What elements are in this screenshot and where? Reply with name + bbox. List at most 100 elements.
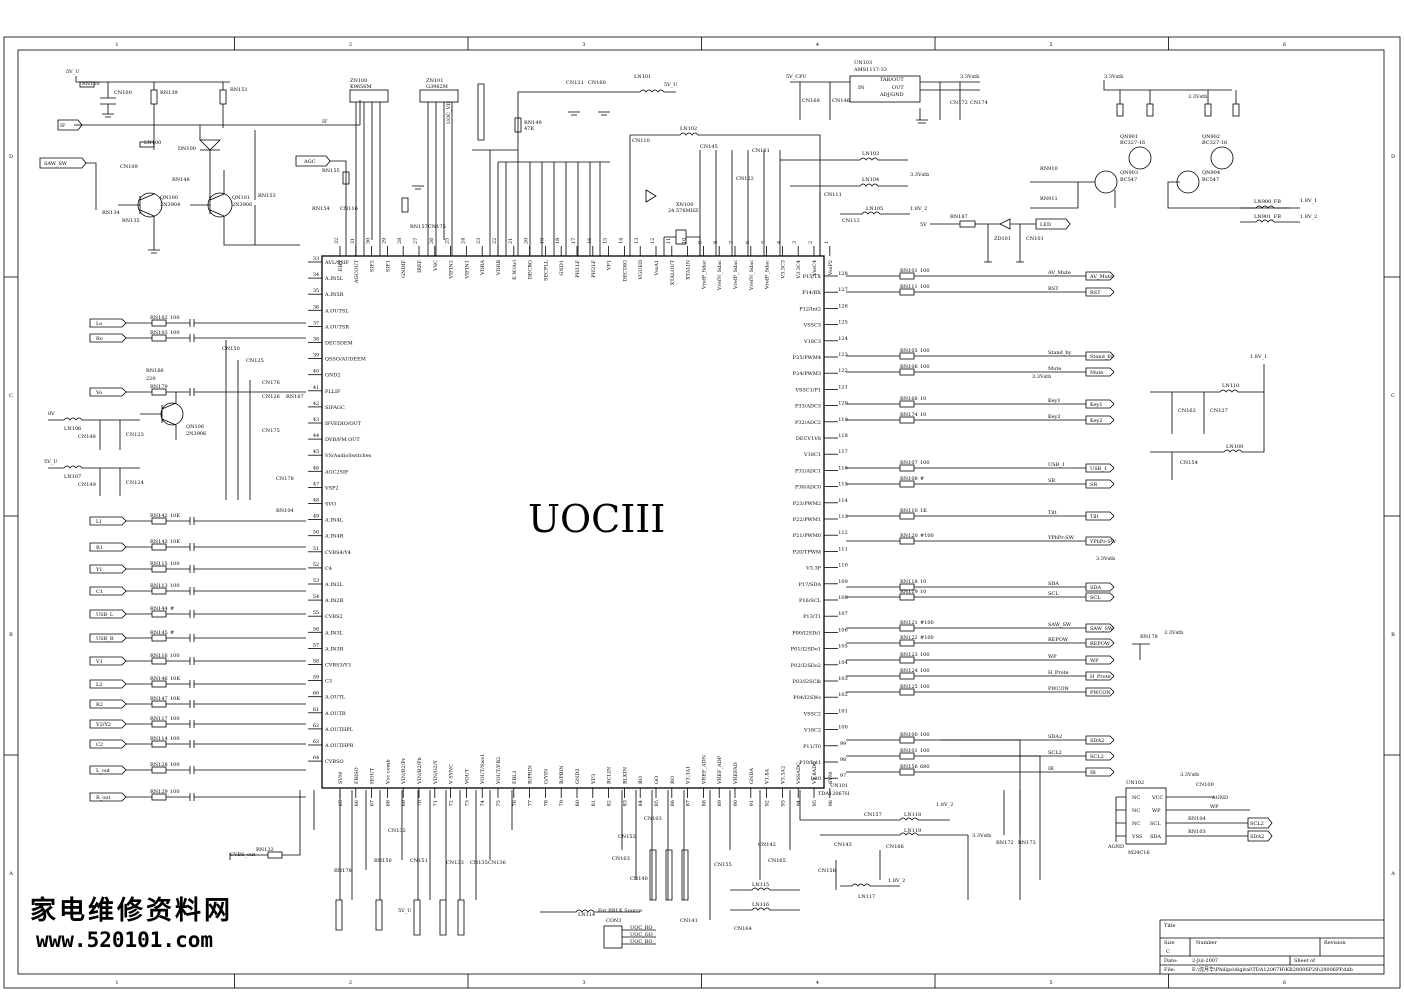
pin-name: P13/T1 [803,614,821,620]
pin-name: VIFIN1 [464,260,470,280]
svg-text:CN149: CN149 [78,482,96,488]
pin-name: VSSC1/P1 [794,387,821,393]
pin-number: 53 [313,578,319,584]
svg-text:CN146: CN146 [832,98,850,104]
svg-text:LN107: LN107 [64,474,81,480]
pin-name: SIF2 [370,260,376,272]
port-value: 100 [920,460,930,466]
pin-number: 113 [838,514,848,520]
pin-number: 48 [313,498,319,504]
pin-number: 118 [838,433,848,439]
pin-name: EHT [338,259,344,271]
pin-name: XTALOUT [670,259,676,285]
chip-part-number: TDA12067H [818,791,850,797]
port-value: 100 [920,268,930,274]
pin-name: P17/SDA [799,582,822,588]
pin-name: DVB/FM OUT [325,437,360,443]
pin-number: 87 [686,800,692,806]
pin-name: AVL/SSIF [324,260,350,266]
port-value: #100 [920,533,934,539]
pin-name: V3.3A2 [780,766,786,785]
zone-col: 2 [349,980,352,986]
pin-number: 64 [313,755,319,761]
svg-text:NC: NC [1132,808,1140,814]
eeprom-section: UN102 M24C16 NC NC NC VSS VCC WP SCL SDA… [1107,772,1273,856]
port-label: R1 [96,545,103,551]
svg-text:SCL2: SCL2 [1250,821,1264,827]
zone-col: 2 [349,42,352,48]
pin-name: P32/ADC2 [795,420,821,426]
net-uoc-vd: UOC_VD [446,102,452,124]
transistor-qn901 [1128,146,1152,170]
pin-name: A.IN5R [324,292,344,298]
pin-number: 57 [313,642,319,648]
svg-text:2N3906: 2N3906 [232,202,252,208]
pin-name: VOUT/Sws1 [480,754,486,785]
port-label: SDA [1090,585,1101,591]
pin-name: V3.3C4 [796,260,802,280]
port-value: # [170,606,174,612]
net-agc: AGC [303,159,316,165]
svg-text:UN103: UN103 [854,60,872,66]
svg-text:ADJ/GND: ADJ/GND [879,92,904,98]
port-label: YPbPr-SW [1089,539,1117,545]
bottom-section: CVBS_out RN132 RN178 RN150 CN132 CN151 C… [229,790,1036,949]
pin-number: 88 [701,800,707,806]
svg-text:RN139: RN139 [160,90,178,96]
svg-text:CN176: CN176 [262,380,280,386]
port-net: SCL2 [1048,750,1062,756]
chip-body [321,255,825,789]
port-ref: RN168 [900,396,918,402]
port-value: 680 [920,764,930,770]
port-label: USB_R [96,636,114,642]
port-label: IR [1090,770,1096,776]
svg-text:CN127: CN127 [1210,408,1228,414]
pin-name: VssP2 [828,260,834,276]
svg-text:QN901: QN901 [1120,134,1138,140]
pin-name: P21/PWM0 [793,533,821,539]
transistor-qn106 [160,402,184,426]
pin-name: P10/Int1 [799,760,821,766]
port-ref: RN128 [150,762,168,768]
pin-number: 10 [682,238,688,244]
port-value: 100 [920,364,930,370]
pin-number: 69 [401,800,407,806]
port-ref: RN116 [150,653,168,659]
pin-name: VREF_ADN [701,754,707,785]
svg-text:QN903: QN903 [1120,170,1138,176]
pin-number: 78 [543,800,549,806]
pin-number: 20 [524,238,530,244]
port-ref: RN129 [150,789,168,795]
svg-text:NC: NC [1132,795,1140,801]
pin-name: AGC2SIF [324,469,349,475]
chip-right-pins: 128P15/TX127P14/RX126P12/Int2125VSSC3124… [791,271,848,782]
svg-text:QN904: QN904 [1202,170,1220,176]
port-ref: RN101 [900,268,918,274]
svg-text:C: C [1166,949,1170,955]
pin-number: 114 [838,498,848,504]
svg-text:CN123: CN123 [126,432,144,438]
svg-text:Revision: Revision [1324,940,1346,946]
svg-text:RN173: RN173 [1018,840,1036,846]
svg-text:1.8V_2: 1.8V_2 [936,802,953,808]
pin-number: 128 [838,271,848,277]
svg-text:RN150: RN150 [374,858,392,864]
pin-number: 43 [313,417,319,423]
svg-text:RN104: RN104 [276,508,294,514]
pin-name: A.OUTL [324,695,346,701]
net-saw-sw: SAW_SW [44,161,68,167]
pin-number: 36 [313,304,319,310]
pin-name: P01/I2SDo1 [791,647,821,653]
pin-number: 18 [555,238,561,244]
svg-text:1.8V_2: 1.8V_2 [1300,214,1317,220]
pin-number: 103 [838,676,848,682]
pin-number: 106 [838,627,848,633]
svg-text:LN104: LN104 [862,177,879,183]
port-value: 100 [170,736,180,742]
pin-number: 115 [838,482,848,488]
